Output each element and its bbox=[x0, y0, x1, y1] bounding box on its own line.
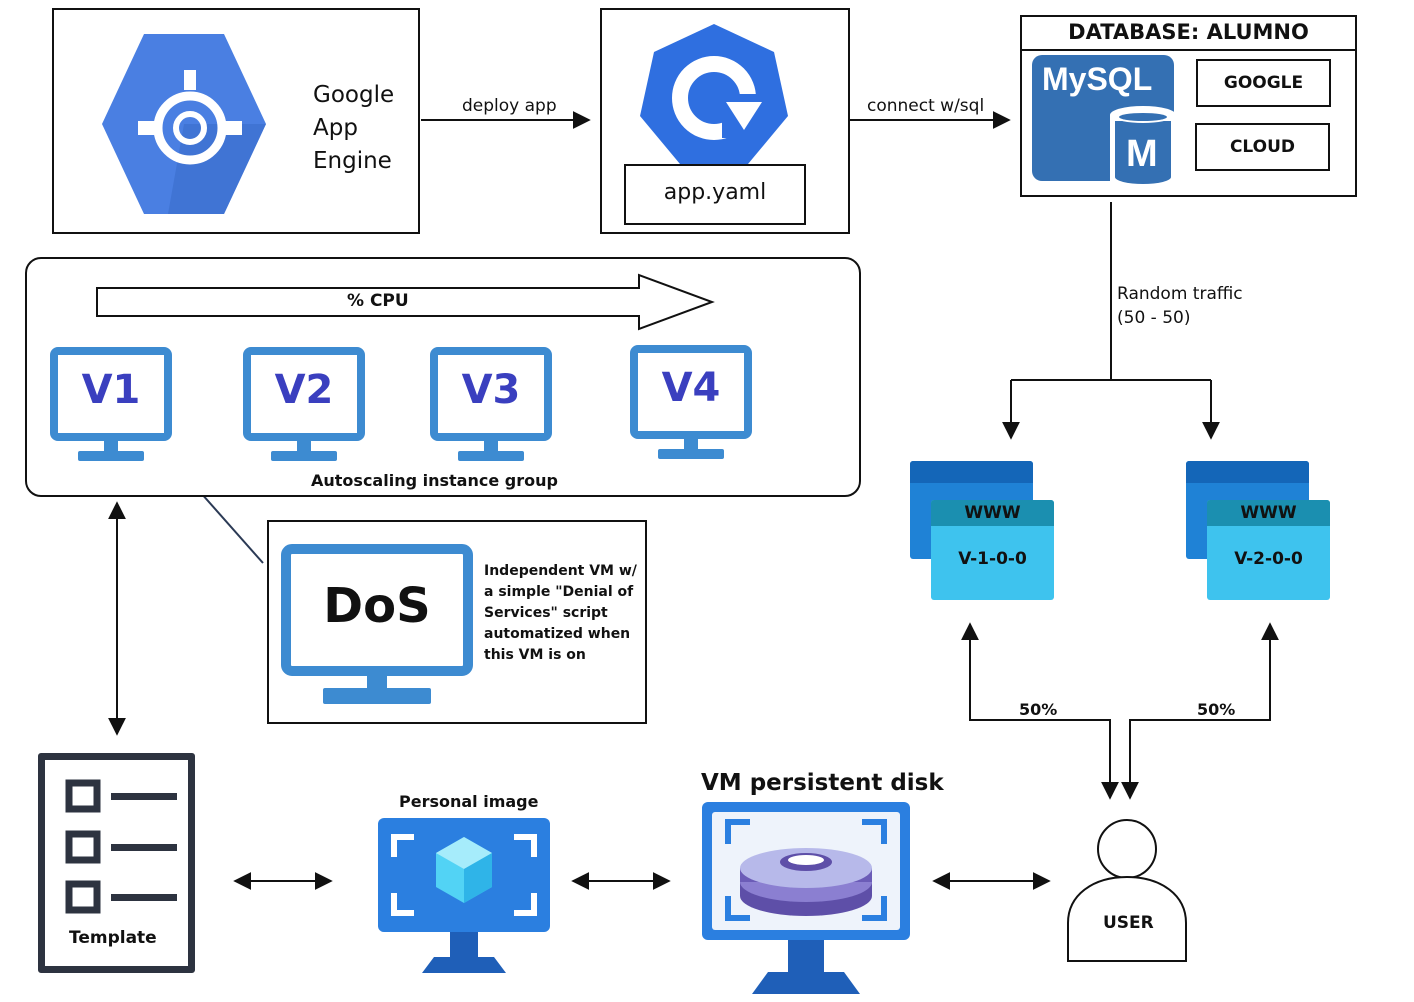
tag-cloud: CLOUD bbox=[1195, 123, 1330, 171]
deploy-app-label: deploy app bbox=[462, 96, 557, 116]
dos-box: DoS Independent VM w/ a simple "Denial o… bbox=[267, 520, 647, 724]
user-webapp-left bbox=[961, 622, 1119, 800]
dos-desc-line-2: a simple "Denial of bbox=[484, 584, 634, 600]
monitor-icon bbox=[430, 347, 552, 461]
mysql-logo: MySQL M bbox=[1032, 55, 1176, 190]
random-traffic-label-1: Random traffic bbox=[1117, 284, 1243, 304]
disk-title: VM persistent disk bbox=[701, 770, 944, 796]
deploy-box: app.yaml bbox=[600, 8, 850, 234]
mysql-m-letter: M bbox=[1126, 133, 1158, 175]
database-title: DATABASE: ALUMNO bbox=[1068, 20, 1309, 44]
dos-monitor-icon bbox=[281, 544, 473, 704]
user-webapp-right bbox=[1121, 622, 1279, 800]
database-cylinder-icon bbox=[1110, 106, 1176, 190]
app-yaml-label: app.yaml bbox=[663, 180, 767, 205]
app-yaml-file: app.yaml bbox=[624, 164, 806, 225]
vm-v3-label: V3 bbox=[461, 367, 521, 413]
tag-google-label: GOOGLE bbox=[1223, 73, 1304, 93]
webapp-front-window: WWW V-2-0-0 bbox=[1207, 500, 1330, 600]
split-left-label: 50% bbox=[1019, 700, 1058, 719]
database-title-divider bbox=[1022, 49, 1355, 51]
database-box: DATABASE: ALUMNO MySQL M GOOGLE CLOUD bbox=[1020, 15, 1357, 197]
cpu-arrow bbox=[96, 273, 715, 331]
mysql-logo-text: MySQL bbox=[1042, 61, 1153, 97]
vm-v1: V1 bbox=[50, 347, 172, 463]
personal-image-label: Personal image bbox=[399, 792, 539, 811]
template-doc: Template bbox=[38, 753, 195, 973]
vm-v4-label: V4 bbox=[661, 365, 721, 411]
webapp-v2-version: V-2-0-0 bbox=[1234, 549, 1303, 569]
split-right-label: 50% bbox=[1197, 700, 1236, 719]
dos-desc-line-5: this VM is on bbox=[484, 647, 586, 663]
tag-google: GOOGLE bbox=[1196, 59, 1331, 107]
monitor-icon bbox=[50, 347, 172, 461]
webapp-v2: WWW V-2-0-0 bbox=[1186, 461, 1331, 601]
webapp-v1-version: V-1-0-0 bbox=[958, 549, 1027, 569]
deploy-refresh-icon bbox=[640, 24, 788, 164]
user-label: USER bbox=[1103, 913, 1154, 933]
gae-box: Google App Engine bbox=[52, 8, 420, 234]
gae-title-line-3: Engine bbox=[313, 148, 392, 174]
connect-sql-label: connect w/sql bbox=[867, 96, 985, 116]
webapp-v2-header: WWW bbox=[1240, 503, 1297, 523]
vm-v3: V3 bbox=[430, 347, 552, 463]
tag-cloud-label: CLOUD bbox=[1229, 137, 1296, 157]
traffic-split-lines bbox=[1011, 202, 1211, 381]
vm-v2-label: V2 bbox=[274, 367, 334, 413]
random-traffic-label-2: (50 - 50) bbox=[1117, 308, 1191, 328]
persistent-disk-icon bbox=[702, 802, 910, 994]
cpu-label: % CPU bbox=[347, 291, 409, 311]
webapp-front-window: WWW V-1-0-0 bbox=[931, 500, 1054, 600]
template-label: Template bbox=[69, 928, 157, 948]
vm-v1-label: V1 bbox=[81, 367, 141, 413]
vm-v4: V4 bbox=[630, 345, 752, 461]
dos-desc-line-4: automatized when bbox=[484, 626, 631, 642]
monitor-icon bbox=[243, 347, 365, 461]
webapp-v1: WWW V-1-0-0 bbox=[910, 461, 1055, 601]
gae-title-line-1: Google bbox=[313, 82, 395, 108]
vm-v2: V2 bbox=[243, 347, 365, 463]
dos-desc-line-3: Services" script bbox=[484, 605, 608, 621]
gae-title-line-2: App bbox=[313, 115, 358, 141]
monitor-icon bbox=[630, 345, 752, 459]
checklist-icon bbox=[65, 779, 177, 914]
dos-desc-line-1: Independent VM w/ bbox=[484, 563, 637, 579]
app-engine-icon bbox=[102, 34, 266, 214]
autoscaling-group-label: Autoscaling instance group bbox=[311, 471, 558, 490]
personal-image-icon bbox=[378, 818, 550, 973]
dos-screen-label: DoS bbox=[323, 578, 431, 634]
user-icon bbox=[1067, 819, 1187, 962]
webapp-v1-header: WWW bbox=[964, 503, 1021, 523]
